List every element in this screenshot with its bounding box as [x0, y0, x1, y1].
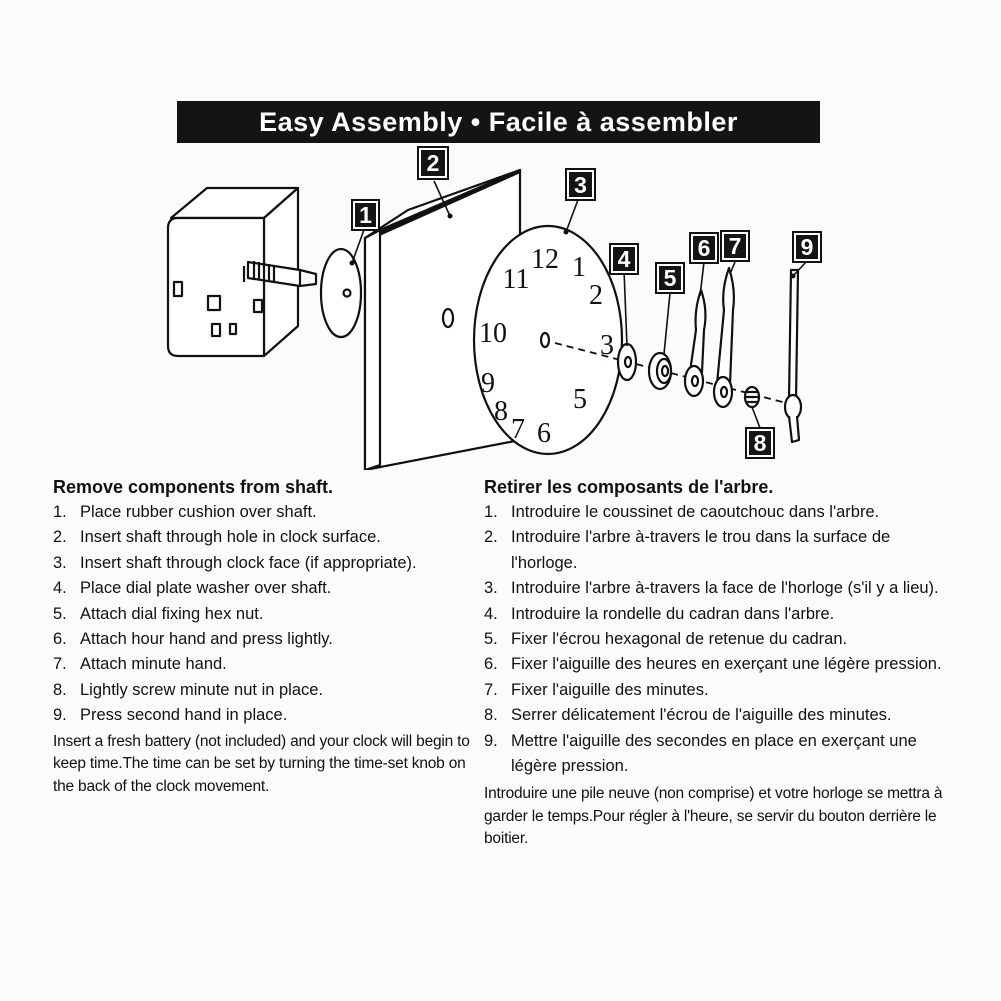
- dial-number-11: 11: [503, 264, 530, 295]
- minute-nut: [743, 385, 761, 409]
- french-heading: Retirer les composants de l'arbre.: [484, 477, 774, 497]
- list-item: 9.Mettre l'aiguille des secondes en plac…: [484, 731, 917, 776]
- assembly-diagram: 12 1 2 3 4 5 6 7 8 9 10 11 1 2 3: [166, 146, 822, 470]
- dial-number-1: 1: [572, 252, 586, 283]
- svg-text:1: 1: [359, 202, 372, 228]
- title-text: Easy Assembly • Facile à assembler: [259, 106, 738, 137]
- callout-1: 1: [351, 199, 380, 231]
- callout-6: 6: [689, 232, 719, 264]
- svg-text:6: 6: [698, 235, 711, 261]
- svg-text:9: 9: [801, 234, 814, 260]
- title-banner: Easy Assembly • Facile à assembler: [177, 101, 820, 143]
- callout-7: 7: [720, 230, 750, 262]
- dial-washer: [616, 342, 638, 382]
- list-item: 9.Press second hand in place.: [53, 706, 288, 725]
- clock-surface-panel: [363, 168, 522, 470]
- english-instructions: Remove components from shaft. 1.Place ru…: [53, 474, 471, 798]
- list-item: 4.Introduire la rondelle du cadran dans …: [484, 604, 835, 623]
- list-item: 2.Introduire l'arbre à-travers le trou d…: [484, 528, 891, 572]
- dial-number-3: 3: [600, 330, 614, 361]
- svg-text:4: 4: [618, 246, 631, 272]
- callout-4: 4: [609, 243, 639, 275]
- svg-text:2: 2: [427, 150, 440, 176]
- list-item: 7.Fixer l'aiguille des minutes.: [484, 680, 709, 699]
- list-item: 5.Fixer l'écrou hexagonal de retenue du …: [484, 630, 848, 649]
- svg-text:7: 7: [729, 233, 742, 259]
- dial-number-5: 5: [573, 384, 587, 415]
- hex-nut: [647, 351, 673, 391]
- callout-3: 3: [565, 168, 596, 201]
- english-steps: 1.Place rubber cushion over shaft. 2.Ins…: [53, 500, 471, 729]
- list-item: 4.Place dial plate washer over shaft.: [53, 579, 332, 598]
- list-item: 5.Attach dial fixing hex nut.: [53, 604, 264, 623]
- dial-number-2: 2: [589, 280, 603, 311]
- french-steps: 1.Introduire le coussinet de caoutchouc …: [484, 500, 954, 779]
- dial-number-12: 12: [531, 244, 559, 275]
- dial-number-9: 9: [481, 368, 495, 399]
- second-hand: [783, 268, 803, 444]
- list-item: 2.Insert shaft through hole in clock sur…: [53, 528, 381, 547]
- english-heading: Remove components from shaft.: [53, 477, 334, 497]
- dial-number-8: 8: [494, 396, 508, 427]
- callout-8: 8: [745, 427, 775, 459]
- callout-5: 5: [655, 262, 685, 294]
- list-item: 3.Introduire l'arbre à-travers la face d…: [484, 579, 939, 598]
- list-item: 7.Attach minute hand.: [53, 655, 227, 674]
- list-item: 8.Serrer délicatement l'écrou de l'aigui…: [484, 706, 892, 725]
- clock-movement: [166, 186, 318, 358]
- english-battery-note: Insert a fresh battery (not included) an…: [53, 732, 470, 795]
- svg-text:3: 3: [574, 172, 587, 198]
- dial-number-10: 10: [479, 318, 507, 349]
- french-battery-note: Introduire une pile neuve (non comprise)…: [484, 785, 943, 848]
- list-item: 1.Introduire le coussinet de caoutchouc …: [484, 503, 880, 521]
- svg-text:8: 8: [754, 430, 767, 456]
- minute-hand: [712, 266, 735, 409]
- callout-2: 2: [417, 146, 449, 180]
- dial-number-6: 6: [537, 418, 551, 449]
- french-instructions: Retirer les composants de l'arbre. 1.Int…: [484, 474, 954, 851]
- list-item: 3.Insert shaft through clock face (if ap…: [53, 553, 417, 572]
- list-item: 1.Place rubber cushion over shaft.: [53, 503, 317, 521]
- list-item: 8.Lightly screw minute nut in place.: [53, 680, 324, 699]
- hour-hand: [683, 288, 707, 398]
- svg-text:5: 5: [664, 265, 677, 291]
- list-item: 6.Attach hour hand and press lightly.: [53, 630, 333, 649]
- rubber-cushion: [319, 247, 363, 339]
- dial-number-7: 7: [511, 414, 525, 445]
- callout-9: 9: [792, 231, 822, 263]
- list-item: 6.Fixer l'aiguille des heures en exerçan…: [484, 655, 942, 674]
